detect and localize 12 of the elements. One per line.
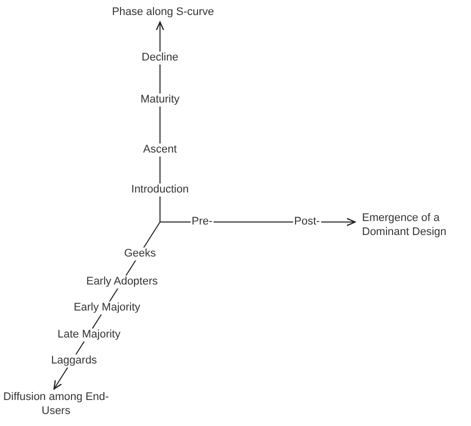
axis-tick-label: Early Majority [72,302,142,314]
axis-tick-label: Introduction [130,184,190,196]
axis-tick-label: Geeks [123,248,157,260]
axis-tick-label: Late Majority [56,328,122,342]
axis-tick-label: Early Adopters [85,276,159,288]
axis-title: Diffusion among End-Users [2,390,110,418]
axis-tick-label: Ascent [142,144,178,156]
axis-tick-label: Laggards [50,354,98,368]
axis-tick-label: Decline [140,52,180,64]
axis-title: Emergence of a Dominant Design [362,211,448,239]
axis-title: Phase along S-curve [110,5,216,19]
axis-tick-label: Maturity [139,94,181,106]
